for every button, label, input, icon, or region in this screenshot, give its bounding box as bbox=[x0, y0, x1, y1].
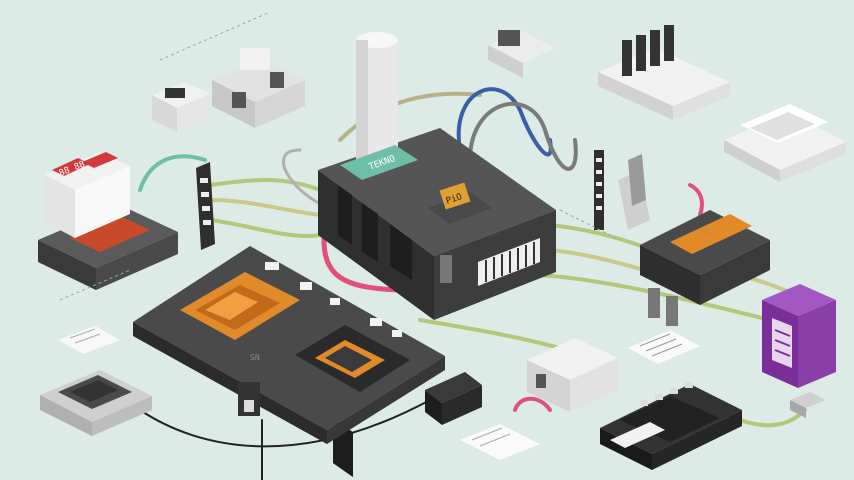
paper-note-left bbox=[58, 326, 120, 354]
tablet-white-tab-2 bbox=[300, 282, 312, 290]
cylinder-tower: TEKNO bbox=[340, 32, 418, 180]
gray-switch bbox=[618, 154, 650, 230]
small-white-module bbox=[152, 82, 210, 132]
cable-green-left-2 bbox=[208, 198, 322, 217]
main-barcode bbox=[478, 238, 540, 286]
svg-text:PiO: PiO bbox=[445, 192, 464, 207]
black-keypad-device bbox=[600, 382, 742, 470]
cable-pink-right bbox=[688, 183, 704, 217]
tablet-white-tab-1 bbox=[265, 262, 279, 270]
cable-green-left-3 bbox=[208, 218, 322, 238]
dashed-guides bbox=[59, 11, 621, 301]
tablet-white-tab-3 bbox=[330, 298, 340, 305]
paper-note-bottom bbox=[460, 424, 540, 460]
pcb-board-left bbox=[40, 370, 152, 436]
cable-blue-loop bbox=[456, 87, 553, 157]
cable-green-left bbox=[208, 178, 322, 192]
orange-chip-area bbox=[180, 272, 300, 340]
paper-note-right bbox=[628, 330, 700, 364]
cable-olive-top bbox=[338, 91, 482, 142]
cable-pink-lower bbox=[513, 396, 552, 412]
purple-server-tower bbox=[762, 284, 836, 388]
tablet-white-tab-4 bbox=[370, 318, 382, 326]
ram-module-top-right bbox=[598, 25, 730, 120]
cable-teal bbox=[138, 154, 207, 192]
tablet-white-tab-5 bbox=[392, 330, 402, 337]
connector-bottom-right bbox=[790, 392, 826, 418]
main-logo-badge: PiO bbox=[428, 182, 492, 224]
tablet-connector bbox=[238, 382, 260, 416]
small-black-box bbox=[425, 372, 482, 425]
white-bracket-top bbox=[488, 30, 555, 78]
red-display-device: 88 88 bbox=[38, 152, 178, 290]
main-port bbox=[440, 255, 452, 283]
keyboard-module-right bbox=[724, 104, 846, 182]
white-adapter-bottom bbox=[527, 338, 618, 412]
vertical-switch-strip bbox=[594, 150, 604, 230]
power-strip bbox=[196, 162, 215, 250]
svg-text:SN: SN bbox=[250, 353, 260, 362]
large-tablet-board: SN bbox=[133, 246, 445, 444]
cable-gray-loop bbox=[468, 102, 578, 171]
dark-chip-area bbox=[295, 325, 410, 392]
transformer-module bbox=[212, 48, 305, 128]
cable-black-bottom bbox=[139, 399, 431, 448]
dark-module-right bbox=[640, 210, 770, 326]
